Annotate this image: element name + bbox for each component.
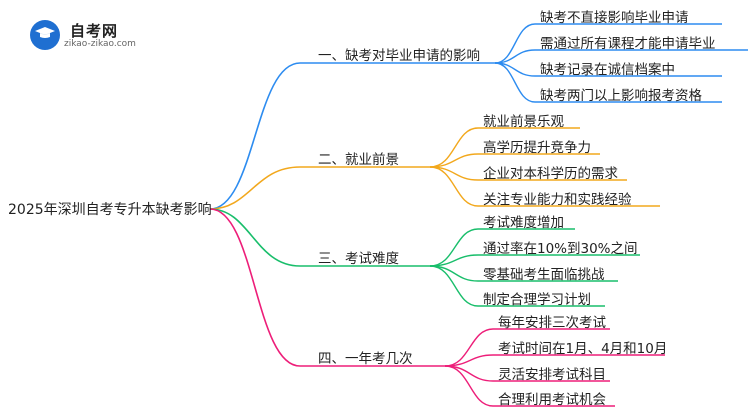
leaf-4-3: 灵活安排考试科目 bbox=[498, 367, 606, 383]
branch-2-leaf-links bbox=[429, 127, 660, 207]
branch-4-leaf-links bbox=[444, 328, 665, 407]
leaf-3-2: 通过率在10%到30%之间 bbox=[483, 241, 638, 257]
leaf-2-2: 高学历提升竞争力 bbox=[483, 140, 591, 156]
leaf-4-2: 考试时间在1月、4月和10月 bbox=[498, 341, 668, 357]
root-link-2 bbox=[209, 166, 301, 210]
root-topic: 2025年深圳自考专升本缺考影响 bbox=[8, 202, 212, 218]
leaf-3-4: 制定合理学习计划 bbox=[483, 292, 591, 308]
leaf-4-1: 每年安排三次考试 bbox=[498, 315, 606, 331]
root-link-3 bbox=[209, 208, 301, 267]
logo-title: 自考网 bbox=[70, 22, 119, 40]
branch-topic-2: 二、就业前景 bbox=[318, 152, 399, 168]
leaf-2-3: 企业对本科学历的需求 bbox=[483, 166, 618, 182]
root-link-1 bbox=[209, 62, 301, 210]
logo-url: zikao-zikao.com bbox=[64, 39, 136, 49]
leaf-3-3: 零基础考生面临挑战 bbox=[483, 267, 605, 283]
leaf-1-3: 缺考记录在诚信档案中 bbox=[540, 62, 675, 78]
leaf-2-4: 关注专业能力和实践经验 bbox=[483, 192, 632, 208]
branch-topic-4: 四、一年考几次 bbox=[318, 351, 413, 367]
branch-3-leaf-links bbox=[429, 228, 640, 307]
leaf-2-1: 就业前景乐观 bbox=[483, 114, 564, 130]
leaf-4-4: 合理利用考试机会 bbox=[498, 392, 606, 408]
leaf-1-2: 需通过所有课程才能申请毕业 bbox=[540, 36, 716, 52]
leaf-3-1: 考试难度增加 bbox=[483, 215, 564, 231]
root-link-4 bbox=[209, 208, 301, 367]
branch-1-leaf-links bbox=[494, 23, 748, 103]
branch-topic-3: 三、考试难度 bbox=[318, 251, 399, 267]
graduation-cap-icon bbox=[30, 20, 60, 50]
leaf-1-4: 缺考两门以上影响报考资格 bbox=[540, 88, 702, 104]
leaf-1-1: 缺考不直接影响毕业申请 bbox=[540, 10, 689, 26]
site-logo[interactable]: 自考网 zikao-zikao.com bbox=[30, 18, 140, 54]
branch-topic-1: 一、缺考对毕业申请的影响 bbox=[318, 48, 480, 64]
